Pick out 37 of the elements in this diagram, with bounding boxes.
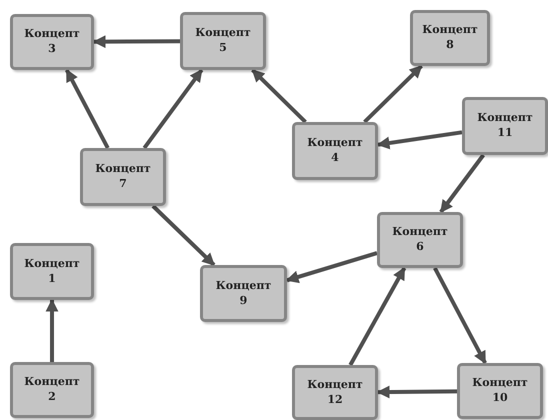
arrow: [251, 68, 307, 124]
concept-label: Концепт 1: [23, 256, 81, 286]
arrow: [363, 64, 423, 124]
arrow: [433, 267, 487, 364]
concept-label: Концепт 7: [94, 162, 152, 192]
concept-label: Концепт 4: [306, 136, 364, 166]
concept-box: [200, 265, 287, 322]
concept-label: Концепт 8: [421, 23, 479, 53]
concept-box: [10, 14, 94, 70]
concept-label: Концепт 5: [194, 26, 252, 56]
concept-box: [10, 243, 94, 300]
concept-label: Концепт 6: [391, 225, 449, 255]
concept-label: Концепт 11: [476, 111, 534, 141]
concept-box: [180, 12, 266, 70]
arrow: [142, 68, 204, 150]
concept-label: Концепт 10: [471, 376, 529, 406]
concept-label: Концепт 3: [23, 27, 81, 57]
arrow: [92, 35, 180, 48]
arrow: [286, 251, 378, 284]
arrow: [46, 298, 58, 362]
concept-label: Концепт 2: [23, 375, 81, 405]
concept-box: [80, 148, 166, 206]
arrow: [348, 266, 406, 366]
arrow: [376, 386, 458, 398]
concept-label: Концепт 9: [214, 278, 272, 308]
arrow: [152, 204, 216, 266]
concept-box: [457, 363, 543, 419]
arrow: [439, 154, 485, 214]
concept-box: [462, 97, 548, 155]
concept-box: [377, 212, 463, 268]
concept-box: [410, 10, 490, 66]
arrow: [376, 130, 462, 150]
arrow: [64, 68, 110, 149]
concept-box: [10, 362, 94, 418]
concept-box: [292, 122, 378, 180]
concept-box: [292, 365, 378, 420]
concept-label: Концепт 12: [306, 378, 364, 408]
